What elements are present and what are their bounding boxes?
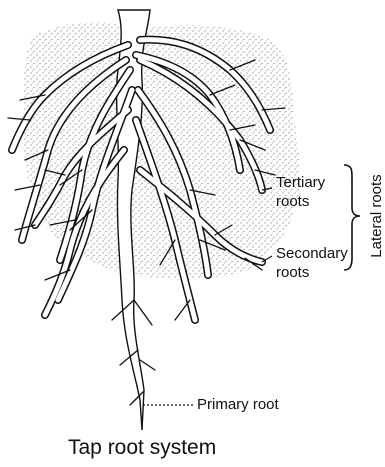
lateral-roots-label: Lateral roots — [368, 161, 385, 271]
diagram-caption: Tap root system — [68, 436, 216, 460]
tertiary-label-line1: Tertiary — [276, 174, 325, 192]
tertiary-label-line2: roots — [276, 193, 309, 211]
secondary-label-line2: roots — [276, 264, 309, 282]
primary-root-label: Primary root — [197, 396, 279, 414]
secondary-label-line1: Secondary — [276, 245, 348, 263]
